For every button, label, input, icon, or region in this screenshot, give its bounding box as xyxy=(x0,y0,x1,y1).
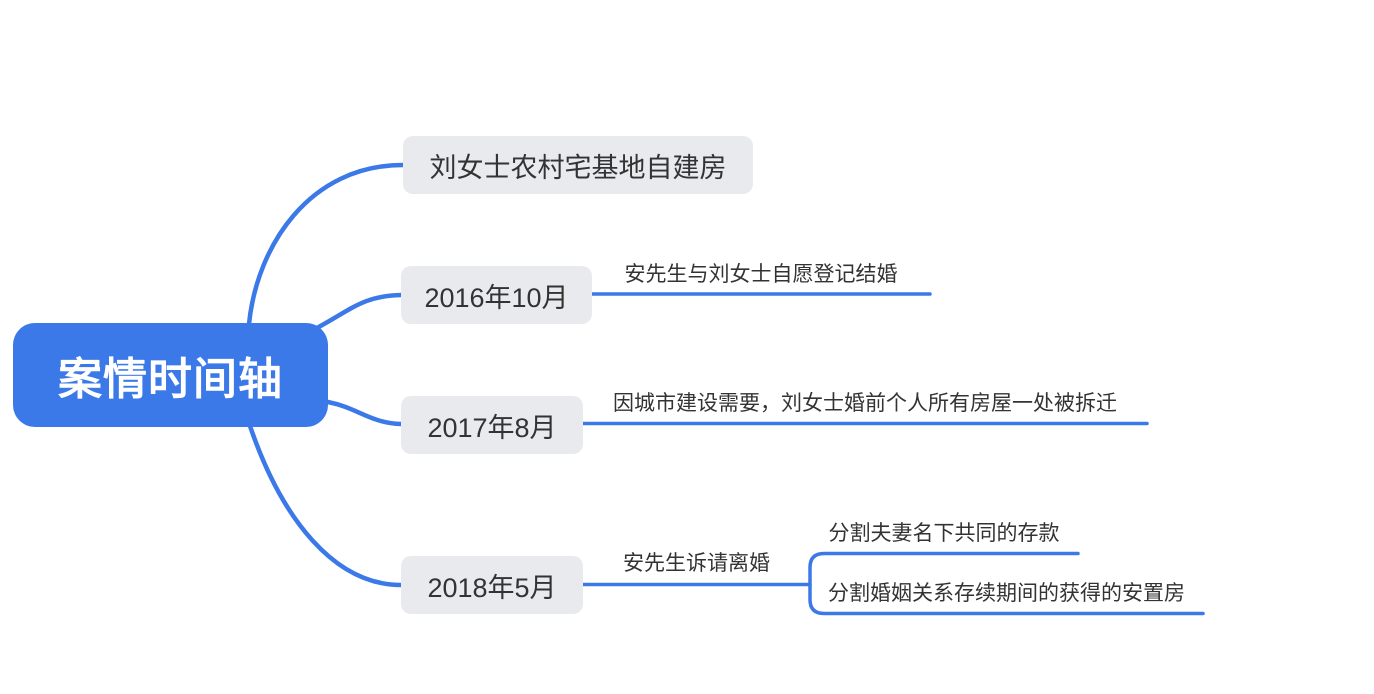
topic-2017-08[interactable]: 2017年8月 xyxy=(401,396,583,454)
topic-label: 2018年5月 xyxy=(427,572,557,603)
bracket-and-underlines-level3 xyxy=(808,551,1205,616)
subtopic-label: 安先生与刘女士自愿登记结婚 xyxy=(624,263,898,286)
connector-root-to-branch3 xyxy=(325,399,404,427)
topic-label: 2016年10月 xyxy=(424,282,569,313)
subtopic-split-resettlement-house[interactable]: 分割婚姻关系存续期间的获得的安置房 xyxy=(810,579,1203,607)
root-topic-label: 案情时间轴 xyxy=(58,355,283,404)
topic-liu-self-built-house[interactable]: 刘女士农村宅基地自建房 xyxy=(403,136,753,194)
topic-label: 2017年8月 xyxy=(427,412,557,443)
connector-root-to-branch2 xyxy=(314,292,404,331)
topic-2018-05[interactable]: 2018年5月 xyxy=(401,556,583,614)
subtopic-label: 分割夫妻名下共同的存款 xyxy=(828,522,1060,545)
subtopic-label: 因城市建设需要，刘女士婚前个人所有房屋一处被拆迁 xyxy=(613,392,1117,415)
topic-2016-10[interactable]: 2016年10月 xyxy=(401,266,592,324)
connector-root-to-branch4 xyxy=(247,423,404,588)
subtopic-divorce-petition[interactable]: 安先生诉请离婚 xyxy=(583,549,810,577)
subtopic-label: 分割婚姻关系存续期间的获得的安置房 xyxy=(828,582,1185,605)
subtopic-house-demolition[interactable]: 因城市建设需要，刘女士婚前个人所有房屋一处被拆迁 xyxy=(583,389,1147,417)
topic-label: 刘女士农村宅基地自建房 xyxy=(429,152,727,183)
connector-root-to-branch1 xyxy=(246,162,406,327)
subtopic-marriage-registration[interactable]: 安先生与刘女士自愿登记结婚 xyxy=(592,260,930,288)
root-topic[interactable]: 案情时间轴 xyxy=(13,323,328,427)
subtopic-split-joint-deposits[interactable]: 分割夫妻名下共同的存款 xyxy=(810,519,1078,547)
subtopic-label: 安先生诉请离婚 xyxy=(623,552,770,575)
